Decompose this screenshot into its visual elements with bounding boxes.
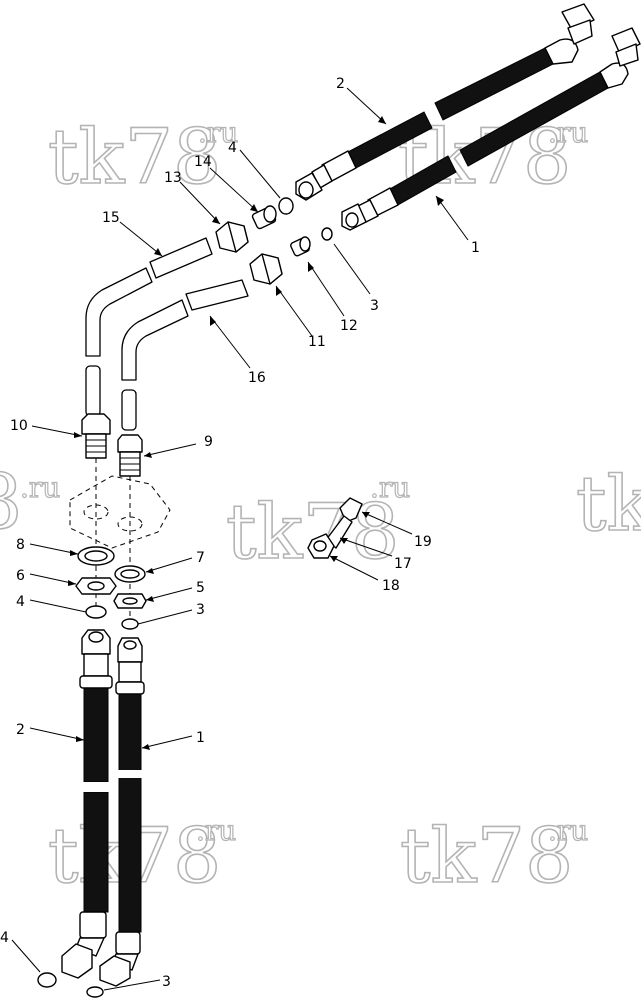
fittings-17-18-19 xyxy=(307,497,363,559)
callout-17: 17 xyxy=(394,556,412,572)
hose-1-upper xyxy=(341,27,641,231)
nut-5 xyxy=(113,593,147,609)
hose-2-break xyxy=(82,782,110,792)
leader-lines xyxy=(11,87,469,991)
svg-text:8: 8 xyxy=(0,457,22,546)
svg-text:.ru: .ru xyxy=(196,814,236,847)
callout-15: 15 xyxy=(102,210,120,226)
tube-16 xyxy=(121,279,249,431)
svg-text:tk78: tk78 xyxy=(400,811,573,900)
callout-12: 12 xyxy=(340,318,358,334)
callout-7: 7 xyxy=(196,550,205,566)
watermark-top-left: tk78 .ru xyxy=(47,111,239,202)
sleeve-14 xyxy=(251,205,277,230)
watermark-middle-right-fragment: tk xyxy=(575,458,641,549)
callout-labels: 2 1 4 14 13 15 3 12 11 16 10 9 8 7 6 5 4… xyxy=(0,76,480,990)
watermark-bottom-right: tk78 .ru xyxy=(399,810,589,901)
callout-3-top: 3 xyxy=(370,298,379,314)
fitting-9 xyxy=(117,434,143,477)
washer-8 xyxy=(77,546,115,566)
callout-1-top: 1 xyxy=(471,240,480,256)
callout-19: 19 xyxy=(414,534,432,550)
washer-7 xyxy=(114,565,146,583)
washer-3-mid xyxy=(121,618,139,630)
callout-1-low: 1 xyxy=(196,730,205,746)
callout-18: 18 xyxy=(382,578,400,594)
callout-4-mid: 4 xyxy=(16,594,25,610)
svg-text:tk78: tk78 xyxy=(48,112,221,201)
fitting-10 xyxy=(81,413,111,459)
nut-13 xyxy=(215,221,249,253)
callout-4-top: 4 xyxy=(228,140,237,156)
tube-15 xyxy=(85,237,213,417)
callout-5: 5 xyxy=(196,580,205,596)
washer-4-mid xyxy=(85,605,107,619)
callout-16: 16 xyxy=(248,370,266,386)
svg-text:.ru: .ru xyxy=(370,471,410,504)
callout-8: 8 xyxy=(16,537,25,553)
washer-4-bottom xyxy=(37,972,57,988)
callout-13: 13 xyxy=(164,170,182,186)
svg-text:tk: tk xyxy=(576,459,641,548)
callout-14: 14 xyxy=(194,154,212,170)
watermark-middle: tk78 .ru xyxy=(225,470,411,576)
watermark-bottom-left: tk78 .ru xyxy=(47,810,237,901)
callout-6: 6 xyxy=(16,568,25,584)
hose-1-lower xyxy=(99,637,145,987)
callout-9: 9 xyxy=(204,434,213,450)
hose-1-break xyxy=(117,770,143,778)
nut-11 xyxy=(249,253,283,285)
callout-2-top: 2 xyxy=(336,76,345,92)
svg-text:.ru: .ru xyxy=(548,116,588,149)
callout-3-bottom: 3 xyxy=(162,974,171,990)
hose-2-lower xyxy=(61,629,113,979)
hose-2-upper xyxy=(295,3,595,201)
washer-4-top xyxy=(278,197,294,215)
callout-2-low: 2 xyxy=(16,722,25,738)
nut-6 xyxy=(75,577,117,595)
callout-11: 11 xyxy=(308,334,326,350)
sleeve-12 xyxy=(290,236,311,257)
callout-4-bottom: 4 xyxy=(0,930,9,946)
washer-3-top xyxy=(321,227,333,241)
callout-3-mid: 3 xyxy=(196,602,205,618)
washer-3-bottom xyxy=(86,986,104,998)
svg-text:tk78: tk78 xyxy=(226,487,399,576)
svg-text:.ru: .ru xyxy=(548,814,588,847)
svg-text:.ru: .ru xyxy=(198,116,238,149)
watermark-middle-left-fragment: 8 .ru xyxy=(0,456,61,547)
callout-10: 10 xyxy=(10,418,28,434)
svg-text:.ru: .ru xyxy=(20,471,60,504)
